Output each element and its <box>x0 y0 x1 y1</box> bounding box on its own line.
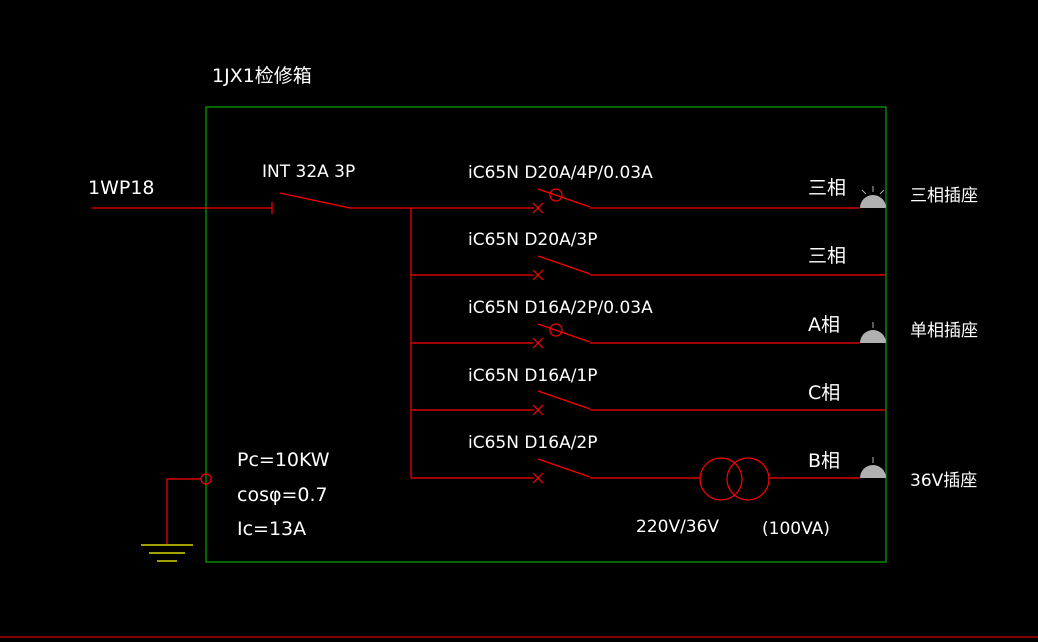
circuit-2: iC65N D20A/3P 三相 <box>411 230 886 281</box>
circuit-2-phase: 三相 <box>808 245 846 267</box>
incoming-line <box>92 192 412 478</box>
circuit-2-breaker: iC65N D20A/3P <box>468 230 598 250</box>
circuit-3-breaker: iC65N D16A/2P/0.03A <box>468 298 653 318</box>
circuit-5-phase: B相 <box>808 450 840 472</box>
circuit-5: iC65N D16A/2P B相 36V插座 220V/36V (100VA) <box>411 433 977 539</box>
param-cos: cosφ=0.7 <box>237 484 328 506</box>
enclosure-box <box>205 106 887 563</box>
circuit-4: iC65N D16A/1P C相 <box>411 366 886 416</box>
circuit-1-breaker: iC65N D20A/4P/0.03A <box>468 163 653 183</box>
box-title: 1JX1检修箱 <box>212 65 312 87</box>
circuit-5-breaker: iC65N D16A/2P <box>468 433 598 453</box>
circuit-3-phase: A相 <box>808 314 840 336</box>
transformer-ratio: 220V/36V <box>636 517 719 537</box>
transformer-icon <box>699 457 743 501</box>
circuit-1-phase: 三相 <box>808 177 846 199</box>
socket-icon <box>860 465 886 478</box>
transformer-rating: (100VA) <box>762 519 830 539</box>
incoming-cable-label: 1WP18 <box>88 177 155 199</box>
circuit-5-load: 36V插座 <box>910 471 977 491</box>
socket-icon <box>860 330 886 343</box>
ground-icon <box>141 544 193 562</box>
circuit-4-breaker: iC65N D16A/1P <box>468 366 598 386</box>
circuit-1: iC65N D20A/4P/0.03A 三相 三相插座 <box>411 163 978 214</box>
circuit-4-phase: C相 <box>808 382 840 404</box>
main-breaker-label: INT 32A 3P <box>262 162 355 182</box>
circuit-1-load: 三相插座 <box>910 186 978 206</box>
circuit-3-load: 单相插座 <box>910 321 978 341</box>
ground-connection <box>141 473 212 562</box>
circuit-3: iC65N D16A/2P/0.03A A相 单相插座 <box>411 298 978 349</box>
param-ic: Ic=13A <box>237 518 306 540</box>
socket-icon <box>860 195 886 208</box>
param-pc: Pc=10KW <box>237 449 330 471</box>
